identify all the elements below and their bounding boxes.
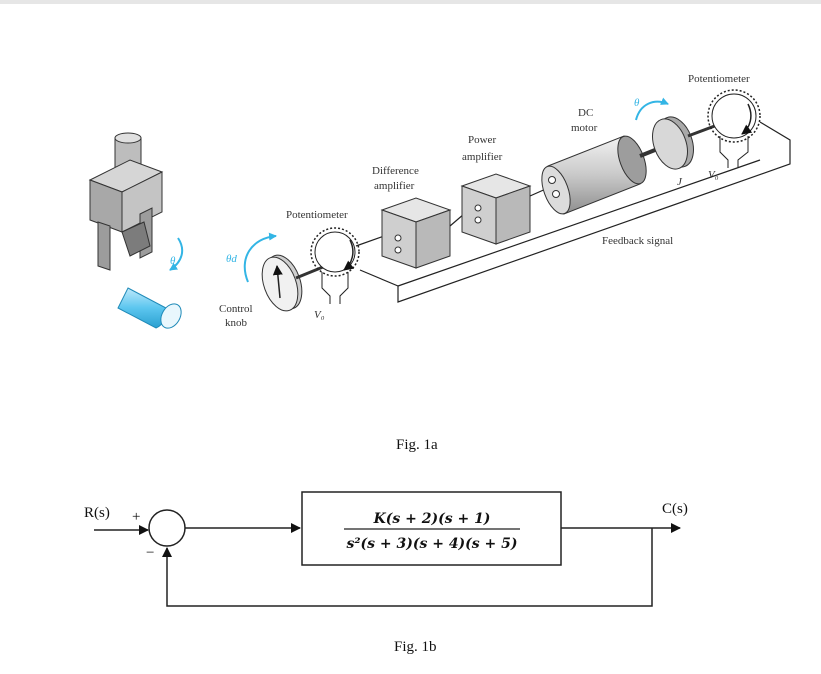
workpiece-cylinder xyxy=(117,287,182,329)
dc-motor xyxy=(541,135,647,215)
input-signal-label: R(s) xyxy=(84,505,110,521)
plus-sign: + xyxy=(132,509,140,525)
right-potentiometer-label: Potentiometer xyxy=(688,73,750,85)
summing-junction xyxy=(148,509,186,547)
control-knob-label-1: Control xyxy=(219,303,253,315)
difference-amplifier-label-1: Difference xyxy=(372,165,419,177)
control-knob xyxy=(261,254,346,312)
left-potentiometer xyxy=(310,227,360,304)
fig1a-caption: Fig. 1a xyxy=(396,437,438,453)
control-knob-label-2: knob xyxy=(225,317,248,329)
gripper-rotation-arrow xyxy=(169,237,184,271)
output-signal-label: C(s) xyxy=(662,501,688,517)
shaft-pot-to-diff xyxy=(355,235,385,247)
block-diagram xyxy=(94,491,681,607)
feedback-signal-label: Feedback signal xyxy=(602,235,673,247)
top-border xyxy=(0,0,821,4)
right-voltage-label: V₀ xyxy=(708,169,719,181)
power-amplifier-label-1: Power xyxy=(468,134,496,146)
tf-numerator: K(s + 2)(s + 1) xyxy=(373,511,491,527)
power-amplifier xyxy=(460,173,532,245)
minus-sign: − xyxy=(146,545,154,561)
right-potentiometer xyxy=(707,89,761,168)
fig1b-caption: Fig. 1b xyxy=(394,639,437,655)
theta-motor-label: θ xyxy=(634,97,640,109)
gripper-device xyxy=(88,132,164,271)
base-frame xyxy=(359,121,791,303)
dc-motor-label-2: motor xyxy=(571,122,598,134)
theta-gripper-label: θ xyxy=(170,255,176,267)
theta-d-arrow xyxy=(243,232,277,283)
difference-amplifier xyxy=(380,197,452,269)
power-amplifier-label-2: amplifier xyxy=(462,151,503,163)
feedback-path xyxy=(162,528,653,607)
difference-amplifier-label-2: amplifier xyxy=(374,180,415,192)
theta-motor-arrow xyxy=(635,97,669,121)
inertia-disc xyxy=(652,116,721,170)
left-potentiometer-label: Potentiometer xyxy=(286,209,348,221)
inertia-label: J xyxy=(677,176,683,188)
theta-d-label: θd xyxy=(226,253,237,265)
left-voltage-label: V₀ xyxy=(314,309,325,321)
dc-motor-label-1: DC xyxy=(578,107,593,119)
tf-denominator: s²(s + 3)(s + 4)(s + 5) xyxy=(346,536,517,552)
